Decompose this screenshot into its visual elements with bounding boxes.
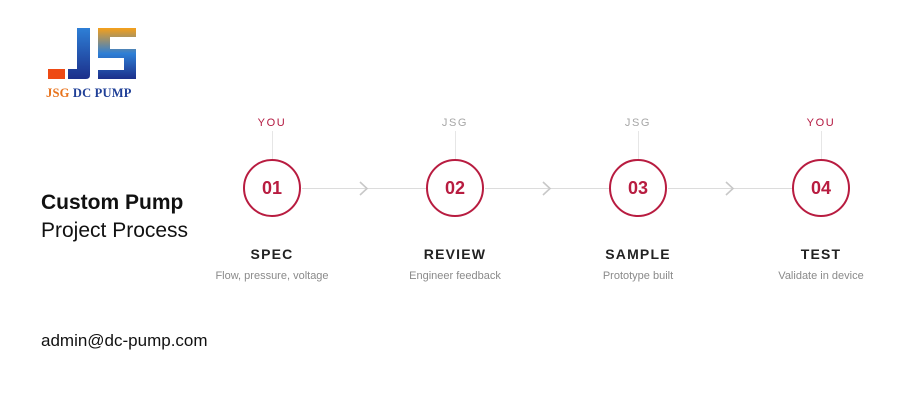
step-owner: YOU <box>257 117 287 129</box>
step-name: SAMPLE <box>605 246 671 262</box>
step-number-badge: 03 <box>609 159 667 217</box>
chevron-right-icon <box>542 181 552 196</box>
step-description: Prototype built <box>602 270 674 282</box>
step-connector <box>302 188 427 189</box>
step-owner: YOU <box>806 117 836 129</box>
brand-name: JSG DC PUMP <box>46 86 136 101</box>
owner-tick <box>454 131 456 159</box>
step-owner: JSG <box>441 117 469 129</box>
step-number-badge: 01 <box>243 159 301 217</box>
chevron-right-icon <box>359 181 369 196</box>
owner-tick <box>820 131 822 159</box>
process-step-spec: YOU 01 SPEC Flow, pressure, voltage <box>197 115 347 282</box>
step-name: REVIEW <box>423 246 487 262</box>
step-name: TEST <box>800 246 842 262</box>
owner-tick <box>637 131 639 159</box>
jsg-logo-icon <box>48 28 136 79</box>
step-number-badge: 04 <box>792 159 850 217</box>
page-title: Custom Pump Project Process <box>41 190 188 246</box>
owner-tick <box>271 131 273 159</box>
chevron-right-icon <box>725 181 735 196</box>
process-step-review: JSG 02 REVIEW Engineer feedback <box>380 115 530 282</box>
title-line-1: Custom Pump <box>41 191 184 214</box>
step-description: Validate in device <box>778 270 864 282</box>
step-owner: JSG <box>624 117 652 129</box>
step-number-badge: 02 <box>426 159 484 217</box>
brand-name-jsg: JSG <box>46 86 70 100</box>
step-description: Engineer feedback <box>409 270 501 282</box>
step-connector <box>668 188 793 189</box>
step-description: Flow, pressure, voltage <box>215 270 329 282</box>
step-name: SPEC <box>250 246 294 262</box>
contact-email-link[interactable]: admin@dc-pump.com <box>41 331 208 350</box>
step-connector <box>485 188 610 189</box>
brand-name-dc-pump: DC PUMP <box>72 86 132 100</box>
process-step-test: YOU 04 TEST Validate in device <box>746 115 896 282</box>
title-line-2: Project Process <box>41 219 189 242</box>
process-step-sample: JSG 03 SAMPLE Prototype built <box>563 115 713 282</box>
